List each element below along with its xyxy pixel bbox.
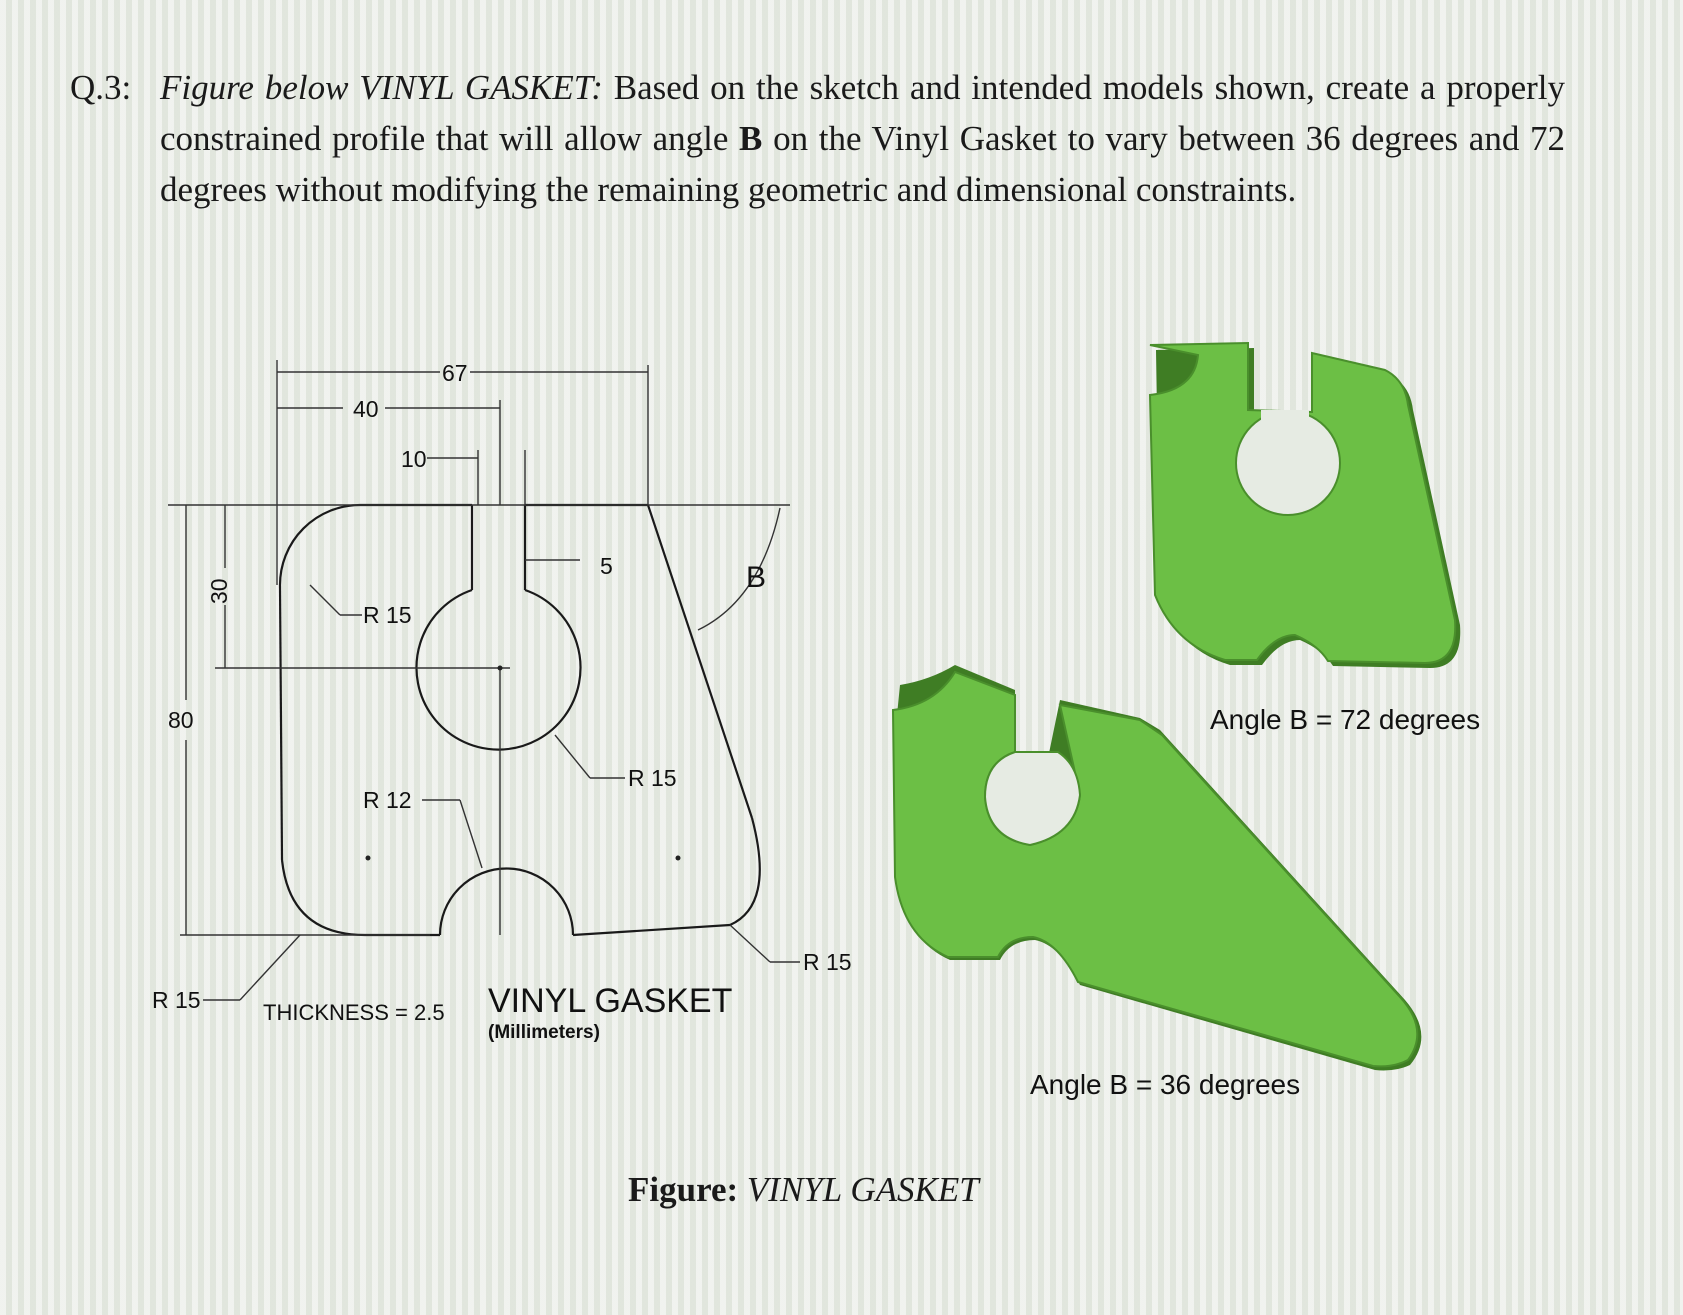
units-note: (Millimeters) — [488, 1022, 600, 1043]
radius-r12: R 12 — [363, 787, 412, 813]
dim-40: 40 — [353, 396, 379, 422]
dim-30: 30 — [206, 578, 232, 604]
radius-r15-left: R 15 — [152, 987, 201, 1013]
figure-caption: Figure: VINYL GASKET — [628, 1170, 979, 1210]
question-lead: Figure below VINYL GASKET: — [160, 68, 603, 107]
radius-r15-top: R 15 — [363, 602, 412, 628]
label-angle-72: Angle B = 72 degrees — [1210, 704, 1480, 735]
radius-r15-right: R 15 — [803, 949, 852, 975]
dim-67: 67 — [442, 360, 468, 386]
radius-r15-circle: R 15 — [628, 765, 677, 791]
model-angle-72 — [1148, 341, 1461, 668]
dimension-lines — [168, 360, 800, 1001]
caption-name: VINYL GASKET — [746, 1170, 979, 1209]
label-angle-36: Angle B = 36 degrees — [1030, 1069, 1300, 1100]
question-block: Q.3: Figure below VINYL GASKET: Based on… — [70, 62, 1565, 215]
model-angle-36 — [891, 665, 1422, 1071]
question-number: Q.3: — [70, 68, 132, 107]
part-title: VINYL GASKET — [488, 982, 732, 1020]
dim-80: 80 — [168, 707, 194, 733]
gasket-outline — [278, 503, 761, 937]
dim-10: 10 — [401, 446, 427, 472]
question-text-part2: on the Vinyl Gasket to vary between 36 d… — [160, 119, 1565, 209]
angle-b-label: B — [746, 561, 766, 594]
caption-title: Figure: — [628, 1170, 739, 1209]
angle-symbol: B — [739, 119, 763, 158]
thickness-note: THICKNESS = 2.5 — [263, 1000, 445, 1025]
center-marks — [365, 665, 681, 861]
question-text: Figure below VINYL GASKET: Based on the … — [160, 62, 1565, 215]
question-text-part1: Based on the sketch and intended models … — [160, 68, 1566, 158]
dim-5: 5 — [600, 553, 613, 579]
